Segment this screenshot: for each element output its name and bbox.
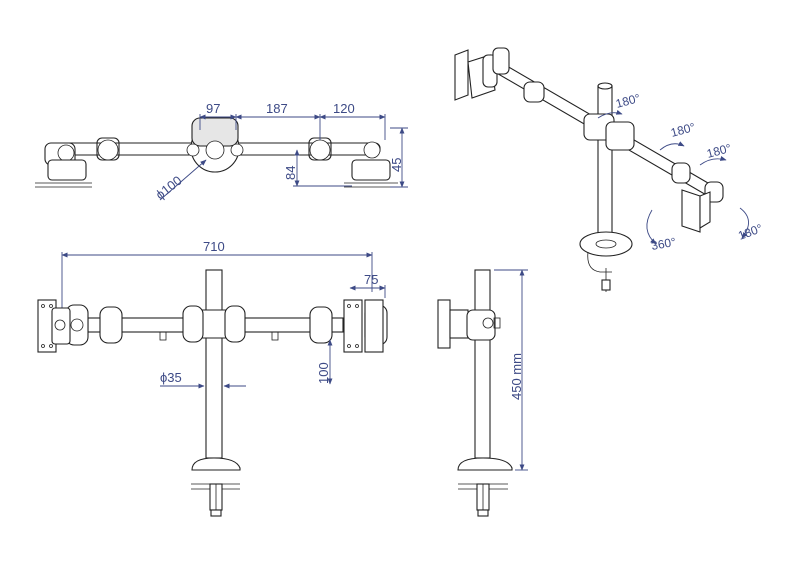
front-view: 710 75 100 bbox=[37, 239, 388, 517]
rotation-180-right: 180° bbox=[705, 141, 733, 161]
rotation-360: 360° bbox=[650, 235, 677, 253]
dim-45: 45 bbox=[389, 158, 404, 172]
dim-diameter-35: ϕ35 bbox=[160, 370, 182, 385]
dim-diameter-100: ϕ100 bbox=[153, 173, 185, 203]
rotation-180-mid: 180° bbox=[669, 120, 697, 140]
dim-97: 97 bbox=[206, 101, 220, 116]
top-view: 97 187 120 45 84 ϕ100 bbox=[35, 101, 408, 202]
dim-75: 75 bbox=[364, 272, 378, 287]
dim-450mm: 450 mm bbox=[509, 353, 524, 400]
dim-84: 84 bbox=[283, 166, 298, 180]
side-view: 450 mm bbox=[437, 269, 528, 517]
isometric-view: 180° 180° 180° 360° 180° bbox=[454, 47, 765, 292]
dim-710: 710 bbox=[203, 239, 225, 254]
dim-120: 120 bbox=[333, 101, 355, 116]
rotation-180-top: 180° bbox=[614, 91, 642, 111]
dim-187: 187 bbox=[266, 101, 288, 116]
rotation-180-bottom: 180° bbox=[736, 221, 764, 243]
dim-100: 100 bbox=[316, 362, 331, 384]
